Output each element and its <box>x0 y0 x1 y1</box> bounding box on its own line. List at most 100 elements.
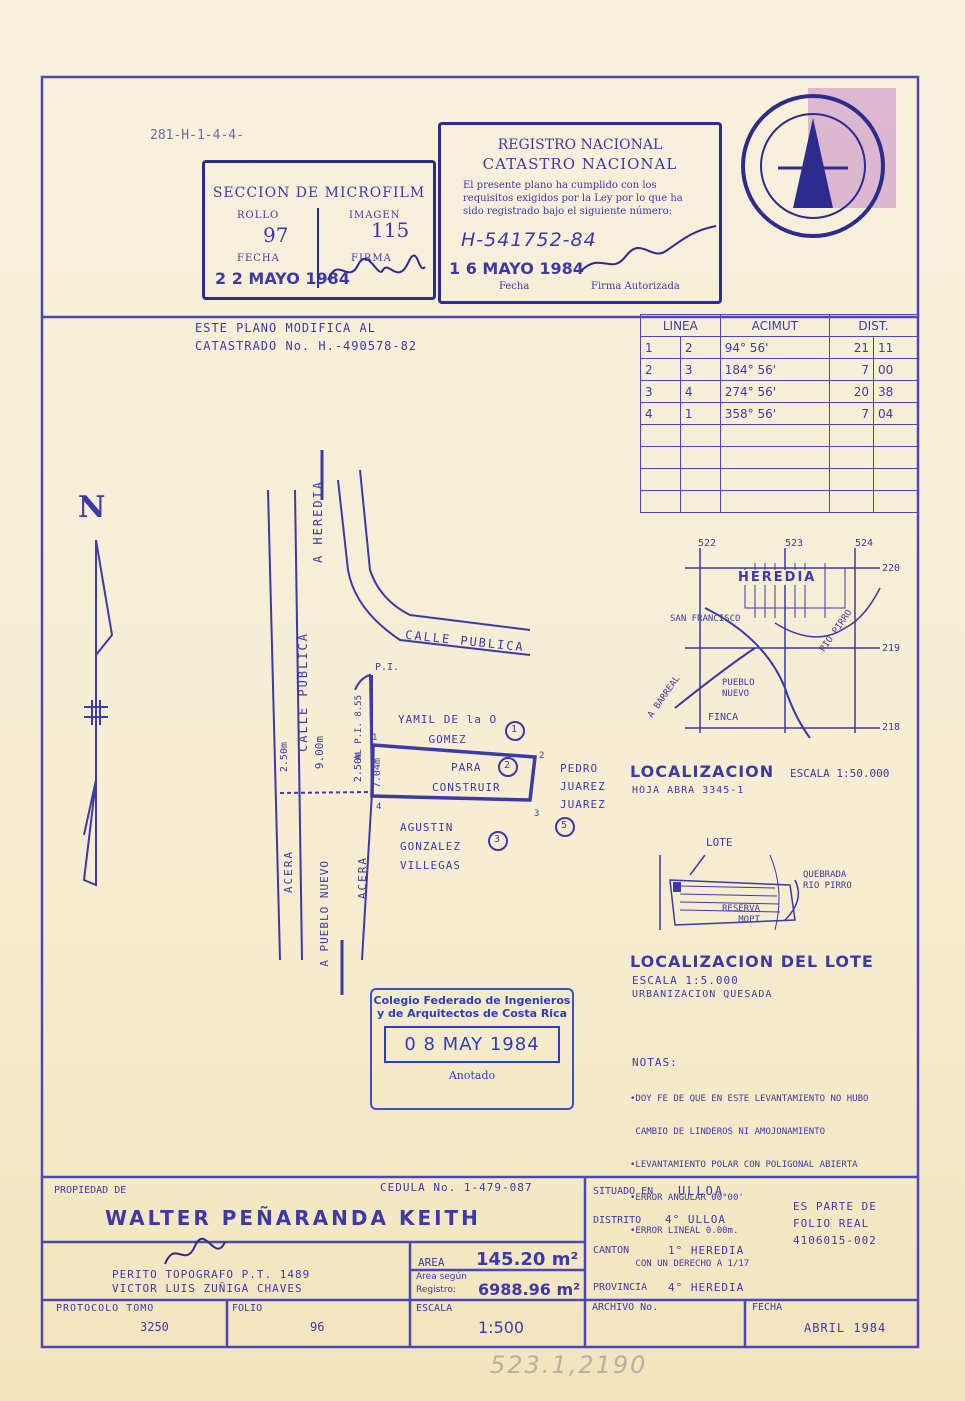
a-heredia-label: A HEREDIA <box>311 480 325 564</box>
dim-7-04: 7.04m <box>372 758 383 789</box>
distrito-label: DISTRITO <box>593 1215 642 1226</box>
reserva-label: RESERVA MOPT <box>722 904 760 926</box>
nota-line: •DOY FE DE QUE EN ESTE LEVANTAMIENTO NO … <box>630 1094 869 1104</box>
microfilm-date: 2 2 MAYO 1984 <box>215 269 350 288</box>
cell: 20 <box>828 380 874 403</box>
dim-2-50-a: 2.50m <box>279 742 290 773</box>
nota-line: •ERROR LINEAL 0.00m. <box>630 1226 739 1236</box>
nota-line: •LEVANTAMIENTO POLAR CON POLIGONAL ABIER… <box>630 1160 858 1170</box>
area-label: AREA <box>418 1256 445 1269</box>
rollo-value: 97 <box>263 223 289 247</box>
owner-east-line: JUAREZ <box>560 798 606 811</box>
cell: 7 <box>828 402 874 425</box>
signature-1 <box>327 254 426 281</box>
cell: 4 <box>679 380 721 403</box>
pi-label: P.I. <box>375 662 400 673</box>
microfilm-title: SECCION DE MICROFILM <box>212 185 426 201</box>
escala-label: ESCALA <box>416 1303 453 1314</box>
para-line: PARA <box>451 761 482 774</box>
registro-date: 1 6 MAYO 1984 <box>449 259 584 278</box>
notas-list: •DOY FE DE QUE EN ESTE LEVANTAMIENTO NO … <box>630 1072 868 1281</box>
localizacion-lote-escala: ESCALA 1:5.000 <box>632 974 739 987</box>
area-segun-label: Area según <box>416 1272 467 1282</box>
vertex-1: 1 <box>372 733 378 743</box>
localizacion-hoja: HOJA ABRA 3345-1 <box>632 785 745 796</box>
owner-north: YAMIL DE la O GOMEZ <box>398 710 497 750</box>
folio-real-line: 4106015-002 <box>793 1234 877 1247</box>
para-line: CONSTRUIR <box>432 781 501 794</box>
registro-fecha-label: Fecha <box>499 281 530 292</box>
cell: 3 <box>640 380 681 403</box>
cell: 358° 56' <box>719 402 830 425</box>
grid-218: 218 <box>882 722 901 733</box>
colegio-anotado: Anotado <box>448 1069 496 1082</box>
folio-real-line: FOLIO REAL <box>793 1217 870 1230</box>
registro-title-2: CATASTRO NACIONAL <box>482 155 678 173</box>
map-san-francisco: SAN FRANCISCO <box>670 614 741 624</box>
owner-south: AGUSTIN GONZALEZ VILLEGAS <box>400 818 461 875</box>
vertex-4: 4 <box>376 802 382 812</box>
protocolo-value: 3250 <box>140 1320 169 1334</box>
cell: 21 <box>828 336 874 359</box>
header-dist: DIST. <box>828 314 919 337</box>
grid-524: 524 <box>855 538 874 549</box>
registro-text: El presente plano ha cumplido con los re… <box>463 180 683 217</box>
localizacion-lote-urb: URBANIZACION QUESADA <box>632 989 773 1000</box>
table-row <box>640 468 919 491</box>
canton-label: CANTON <box>593 1245 630 1256</box>
perito-line-2: VICTOR LUIS ZUÑIGA CHAVES <box>112 1282 303 1295</box>
owner-name: WALTER PEÑARANDA KEITH <box>105 1206 481 1230</box>
registro-stamp: REGISTRO NACIONAL CATASTRO NACIONAL El p… <box>438 122 722 304</box>
cell: 38 <box>872 380 919 403</box>
owner-north-line: YAMIL DE la O <box>398 713 498 726</box>
situado-label: SITUADO EN <box>593 1186 654 1197</box>
cell: 04 <box>872 402 919 425</box>
acera-right: ACERA <box>356 856 369 900</box>
protocolo-label: PROTOCOLO TOMO <box>56 1303 155 1314</box>
registro-firma-label: Firma Autorizada <box>591 281 680 292</box>
propiedad-label: PROPIEDAD DE <box>54 1185 127 1196</box>
nota-line: CAMBIO DE LINDEROS NI AMOJONAMIENTO <box>630 1127 826 1137</box>
firma-label: FIRMA <box>351 253 392 264</box>
cell: 1 <box>640 336 681 359</box>
notas-title: NOTAS: <box>632 1056 678 1069</box>
lote-location-map <box>659 854 800 931</box>
colegio-line-2: y de Arquitectos de Costa Rica <box>376 1007 568 1020</box>
registro-title-1: REGISTRO NACIONAL <box>497 137 663 153</box>
cedula: CEDULA No. 1-479-087 <box>380 1181 533 1194</box>
folio-real-line: ES PARTE DE <box>793 1200 877 1213</box>
al-pi-label: AL P.I. 8.55 <box>354 695 364 761</box>
cell: 7 <box>828 358 874 381</box>
colegio-stamp: Colegio Federado de Ingenieros y de Arqu… <box>370 988 574 1110</box>
circle-label-1: 1 <box>511 724 518 735</box>
circle-label-2: 2 <box>504 760 511 771</box>
provincia-value: 4° HEREDIA <box>668 1281 745 1294</box>
situado-value: ULLOA <box>678 1184 725 1198</box>
localizacion-lote-title: LOCALIZACION DEL LOTE <box>630 952 874 971</box>
perito-line-1: PERITO TOPOGRAFO P.T. 1489 <box>112 1268 311 1281</box>
reserva-line: MOPT <box>738 915 760 925</box>
grid-220: 220 <box>882 563 901 574</box>
north-label: N <box>78 490 106 525</box>
imagen-label: IMAGEN <box>349 210 401 221</box>
nota-line: •ERROR ANGULAR 00°00' <box>630 1193 744 1203</box>
dim-9-00: 9.00m <box>313 736 326 770</box>
table-row <box>640 424 919 447</box>
calle-publica-vertical: CALLE PUBLICA <box>296 632 310 752</box>
fecha-label-tb: FECHA <box>752 1302 783 1313</box>
quebrada-line: RIO PIRRO <box>803 881 852 891</box>
folio-real: ES PARTE DE FOLIO REAL 4106015-002 <box>793 1198 877 1249</box>
cell: 2 <box>679 336 721 359</box>
modifica-line-2: CATASTRADO No. H.-490578-82 <box>195 339 418 353</box>
grid-522: 522 <box>698 538 717 549</box>
distrito-value: 4° ULLOA <box>665 1213 726 1226</box>
header-linea: LINEA <box>640 314 721 337</box>
a-pueblo-nuevo: A PUEBLO NUEVO <box>318 860 331 967</box>
owner-south-line: GONZALEZ <box>400 840 461 853</box>
signature-3 <box>164 1237 226 1265</box>
pencil-note: 523.1,2190 <box>490 1351 648 1379</box>
